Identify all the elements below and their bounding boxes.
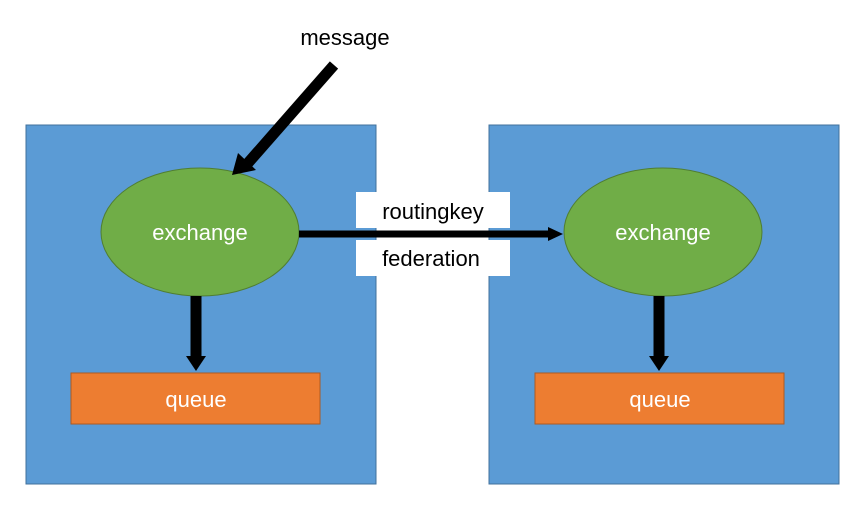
message-label: message (300, 25, 389, 50)
left-exchange-label: exchange (152, 220, 247, 245)
left-server: exchange queue (25, 124, 377, 485)
left-exchange-queue-arrow (186, 296, 206, 371)
left-queue-node (70, 372, 321, 425)
message-arrow (232, 61, 339, 175)
routing-label-box (356, 192, 510, 228)
left-queue-label: queue (165, 387, 226, 412)
federation-label-box (356, 240, 510, 276)
right-server: exchange queue (488, 124, 840, 485)
right-exchange-queue-arrow (649, 296, 669, 371)
federation-arrow-head (548, 227, 563, 241)
right-queue-node (534, 372, 785, 425)
federation-label: federation (382, 246, 480, 271)
message-arrow-head (232, 153, 256, 175)
right-queue-label: queue (629, 387, 690, 412)
right-exchange-queue-head (649, 356, 669, 371)
routing-label: routingkey (382, 199, 484, 224)
federation-arrow (299, 227, 563, 241)
message-arrow-shaft (243, 61, 339, 167)
left-exchange-queue-head (186, 356, 206, 371)
right-exchange-label: exchange (615, 220, 710, 245)
